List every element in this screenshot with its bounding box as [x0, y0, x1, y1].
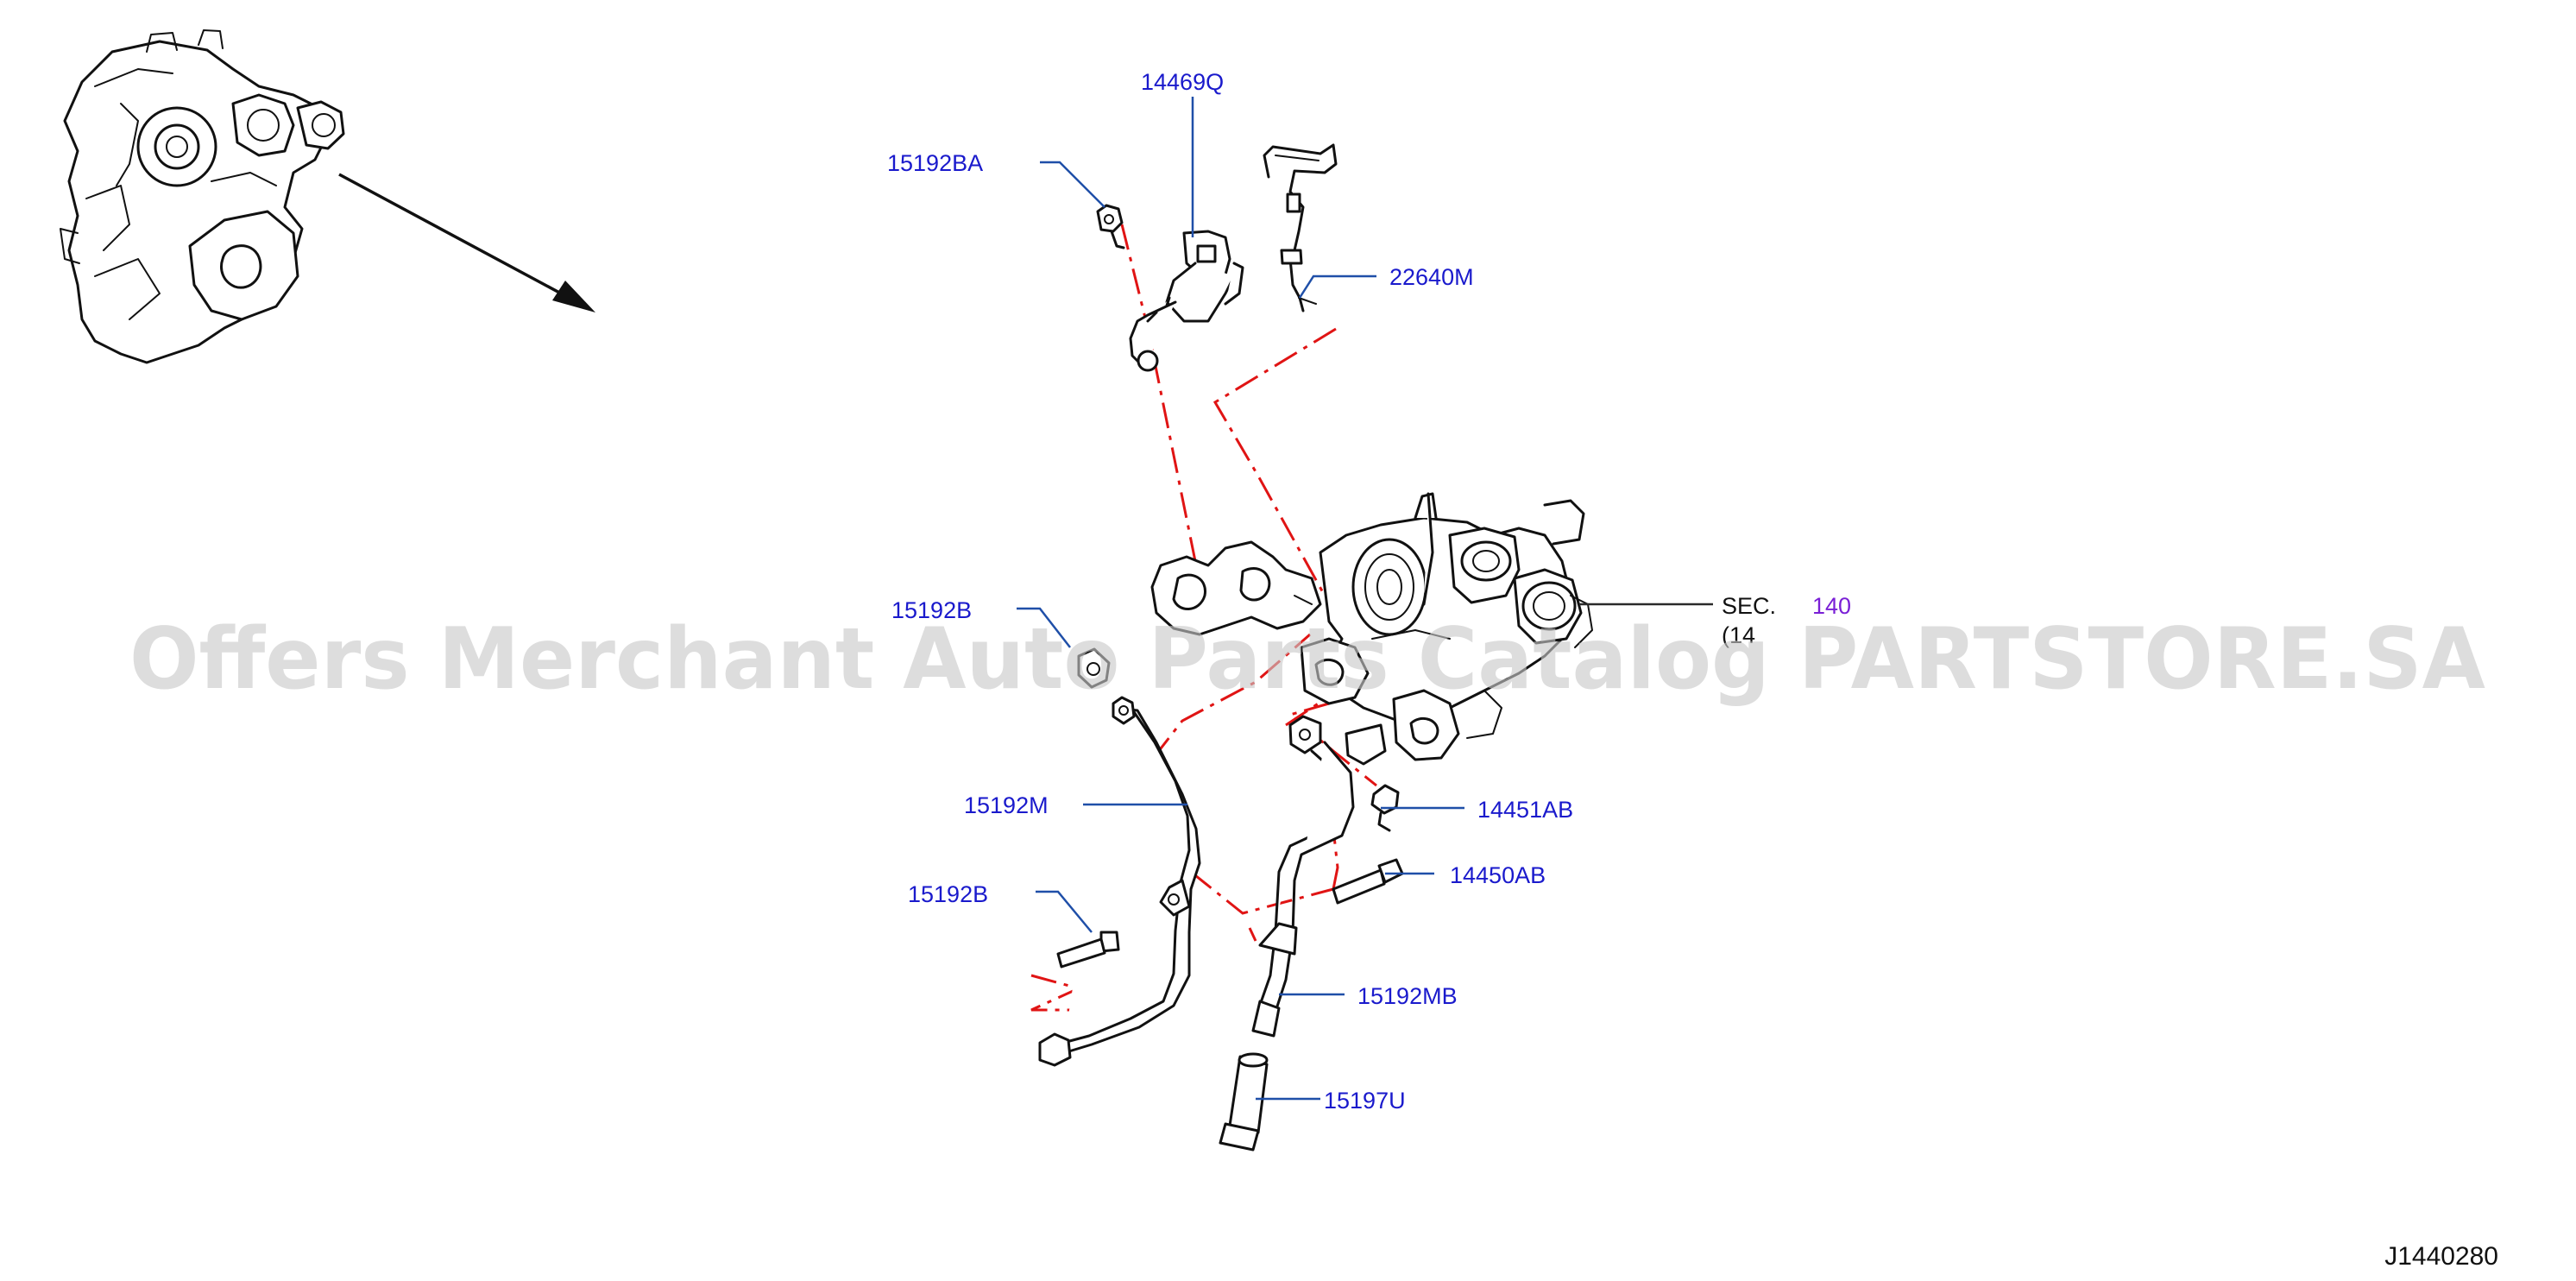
pipe-15192mb-illustration — [1219, 715, 1404, 1152]
callout-15192b-lower[interactable]: 15192B — [908, 881, 988, 907]
callout-15197u[interactable]: 15197U — [1324, 1088, 1406, 1114]
section-reference[interactable]: SEC. 140 (14 — [1722, 593, 1851, 648]
engine-overview-illustration — [60, 29, 345, 364]
section-number-link[interactable]: 140 — [1812, 593, 1851, 619]
callout-labels: 14469Q 15192BA 22640M 15192B 15192M 1445… — [887, 69, 1573, 1114]
callout-15192ba[interactable]: 15192BA — [887, 150, 983, 176]
turbocharger-manifold-illustration — [1150, 492, 1593, 766]
pipe-15192m-illustration — [1038, 647, 1201, 1067]
callout-14469q[interactable]: 14469Q — [1141, 69, 1224, 95]
section-sub-reference: (14 — [1722, 622, 1755, 648]
callout-leaders — [1017, 97, 1713, 1101]
callout-14451ab[interactable]: 14451AB — [1477, 797, 1573, 823]
diagram-code: J1440280 — [2384, 1242, 2498, 1271]
bolt-15192ba-illustration — [1096, 204, 1125, 249]
watermark-text: Offers Merchant Auto Parts Catalog PARTS… — [129, 610, 2485, 709]
section-prefix: SEC. — [1722, 593, 1776, 619]
callout-14450ab[interactable]: 14450AB — [1450, 862, 1546, 888]
sensor-14469q-illustration — [1129, 230, 1244, 372]
callout-15192b-upper[interactable]: 15192B — [891, 597, 972, 623]
sensor-22640m-illustration — [1263, 143, 1338, 312]
callout-15192m[interactable]: 15192M — [964, 792, 1049, 818]
callout-22640m[interactable]: 22640M — [1389, 264, 1474, 290]
overview-direction-arrow — [338, 173, 595, 312]
callout-15192mb[interactable]: 15192MB — [1357, 983, 1458, 1009]
